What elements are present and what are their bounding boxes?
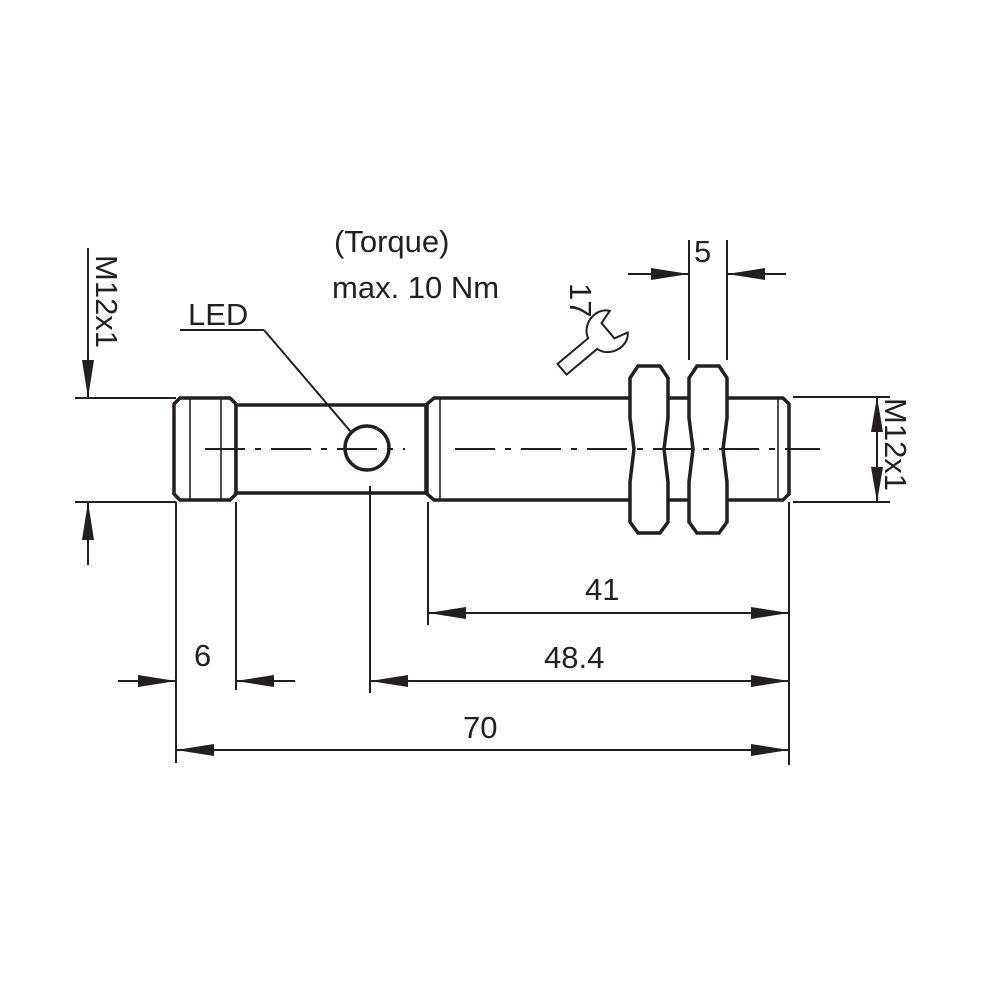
torque-title: (Torque)	[334, 224, 449, 259]
dimension-5-label: 5	[694, 234, 711, 269]
left-thread-dimension	[75, 248, 176, 565]
torque-value: max. 10 Nm	[332, 270, 499, 305]
wrench-size-label: 17	[563, 283, 598, 317]
housing-neck	[234, 403, 428, 495]
dimension-6-label: 6	[194, 638, 211, 673]
sensor-body	[172, 364, 791, 535]
dimension-6	[118, 675, 295, 687]
dimension-41	[428, 607, 789, 619]
dimension-70-label: 70	[463, 710, 497, 745]
led-label: LED	[188, 297, 248, 332]
extension-lines	[175, 486, 790, 765]
thread-right-label: M12x1	[878, 398, 913, 491]
dimension-70	[176, 744, 789, 756]
dimension-48-4-label: 48.4	[544, 640, 604, 675]
nut-width-dimension	[628, 240, 786, 360]
led-leader	[180, 329, 352, 433]
dimension-48-4	[370, 675, 789, 687]
nut-left	[628, 364, 670, 535]
right-thread-dimension	[793, 396, 890, 503]
dimension-41-label: 41	[585, 572, 619, 607]
wrench-icon	[556, 309, 629, 377]
thread-left-label: M12x1	[89, 255, 124, 348]
